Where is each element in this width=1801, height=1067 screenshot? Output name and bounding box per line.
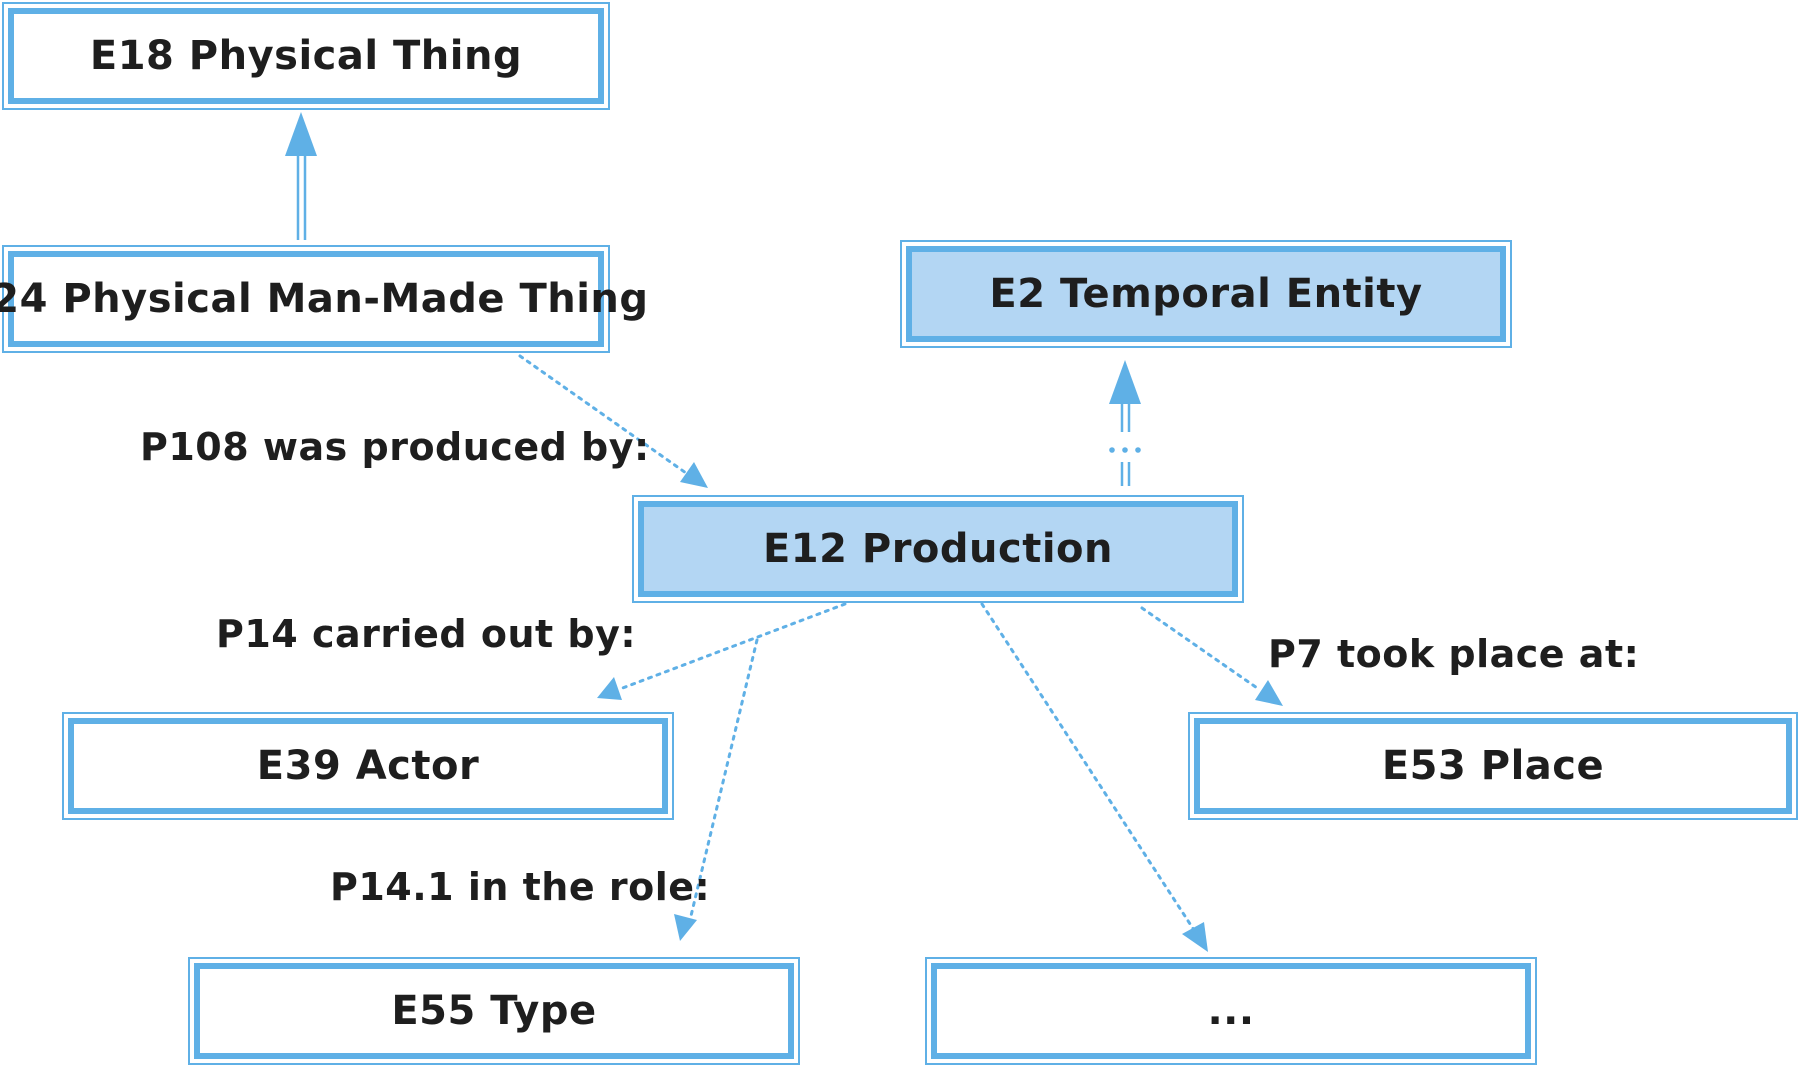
node-more-label: ... [931, 963, 1531, 1059]
arrowhead-icon [1109, 360, 1141, 404]
node-e24: E24 Physical Man-Made Thing [0, 245, 648, 353]
node-e24-label: E24 Physical Man-Made Thing [0, 251, 648, 347]
arrowhead-icon [597, 677, 622, 700]
property-edge-p7 [1140, 606, 1283, 706]
node-e12-label: E12 Production [638, 501, 1238, 597]
property-edge-more [980, 602, 1208, 952]
node-more: ... [925, 957, 1537, 1065]
arrowhead-icon [1182, 922, 1208, 952]
node-e18-label: E18 Physical Thing [8, 8, 604, 104]
node-e2-label: E2 Temporal Entity [906, 246, 1506, 342]
inheritance-edge-e12-e2 [1109, 360, 1141, 486]
property-label-p14: P14 carried out by: [216, 612, 637, 656]
arrowhead-icon [1255, 680, 1283, 706]
node-e2: E2 Temporal Entity [900, 240, 1512, 348]
node-e55-label: E55 Type [194, 963, 794, 1059]
node-e53: E53 Place [1188, 712, 1798, 820]
node-e53-label: E53 Place [1194, 718, 1792, 814]
inheritance-edge-e24-e18 [285, 112, 317, 240]
property-label-p108: P108 was produced by: [140, 425, 650, 469]
arrowhead-icon [674, 914, 697, 941]
property-edge-p14 [597, 602, 847, 700]
node-e39-label: E39 Actor [68, 718, 668, 814]
property-label-p14-1: P14.1 in the role: [330, 865, 711, 909]
node-e55: E55 Type [188, 957, 800, 1065]
property-label-p7: P7 took place at: [1268, 632, 1640, 676]
arrowhead-icon [285, 112, 317, 156]
node-e39: E39 Actor [62, 712, 674, 820]
node-e12: E12 Production [632, 495, 1244, 603]
property-edge-p14-1 [674, 638, 759, 941]
arrowhead-icon [680, 462, 708, 488]
property-edge-p108 [518, 354, 708, 488]
node-e18: E18 Physical Thing [2, 2, 610, 110]
